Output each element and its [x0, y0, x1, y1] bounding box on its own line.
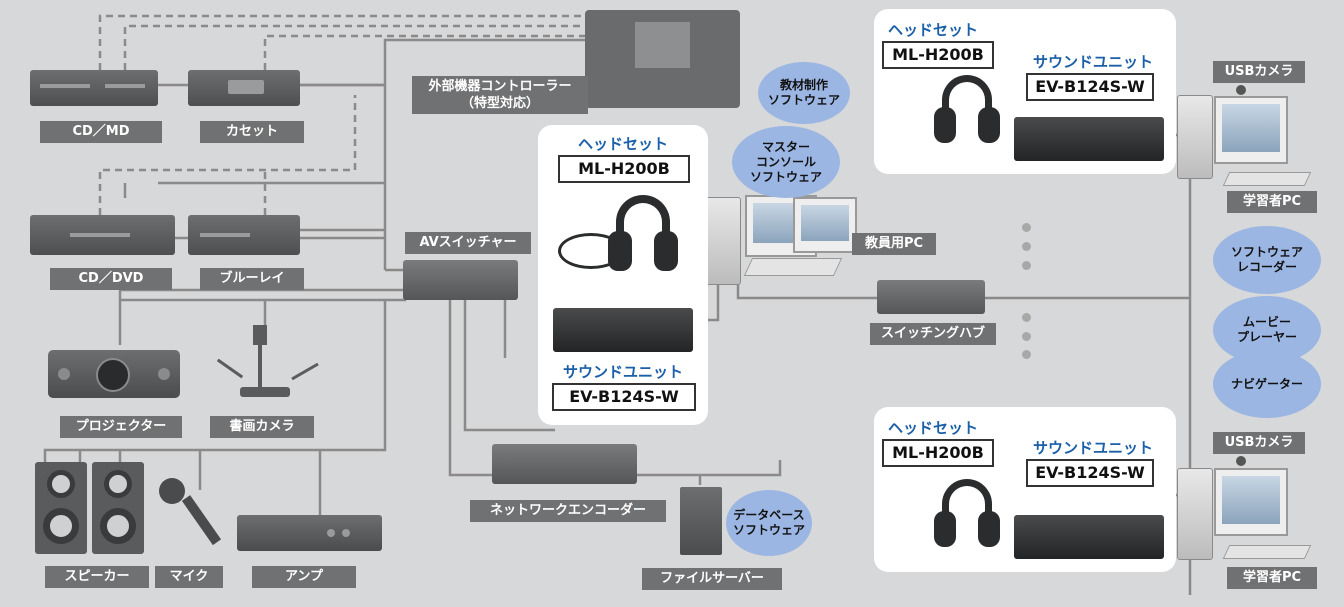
usb-camera-label-top: USBカメラ: [1213, 61, 1305, 83]
learner-pc-keyboard-bottom: [1222, 545, 1312, 559]
bluray-player: [188, 215, 300, 255]
usb-camera-icon-bottom: [1236, 456, 1246, 466]
software-recorder-bubble: ソフトウェア レコーダー: [1213, 226, 1321, 294]
master-console-software-bubble: マスター コンソール ソフトウェア: [732, 126, 840, 198]
headset-image: [608, 195, 678, 281]
sound-unit-caption: サウンドユニット: [562, 363, 683, 381]
network-encoder-label: ネットワークエンコーダー: [470, 500, 666, 522]
teacher-pc-tower: [703, 197, 741, 285]
cassette-deck: [188, 70, 300, 106]
learner-pc-monitor-top: [1214, 96, 1288, 164]
usb-camera-label-bottom: USBカメラ: [1213, 432, 1305, 454]
av-switcher-label: AVスイッチャー: [405, 232, 531, 254]
teacher-pc-label: 教員用PC: [852, 233, 936, 255]
database-software-bubble: データベース ソフトウェア: [726, 490, 812, 556]
file-server-label: ファイルサーバー: [642, 568, 782, 590]
sound-unit-model: EV-B124S-W: [1026, 73, 1154, 101]
amp-label: アンプ: [252, 566, 356, 588]
microphone: [155, 478, 222, 558]
cd-dvd-player: [30, 215, 175, 255]
speakers: [35, 462, 147, 554]
sound-unit-image: [553, 308, 693, 352]
learner-product-card-top: ヘッドセット ML-H200B サウンドユニット EV-B124S-W: [874, 9, 1176, 174]
learner-pc-tower-bottom: [1177, 468, 1213, 560]
headset-model: ML-H200B: [558, 155, 690, 183]
document-camera-label: 書画カメラ: [210, 416, 314, 438]
sound-unit-caption: サウンドユニット: [1032, 53, 1153, 71]
switching-hub: [877, 280, 985, 314]
ellipsis-dot: [1022, 332, 1031, 341]
headset-cable: [558, 233, 624, 269]
external-controller-label: 外部機器コントローラー （特型対応）: [412, 76, 588, 114]
headset-caption: ヘッドセット: [887, 21, 978, 39]
sound-unit-image: [1014, 515, 1164, 559]
ellipsis-dot: [1022, 313, 1031, 322]
amplifier: [237, 515, 382, 551]
cassette-label: カセット: [200, 121, 304, 143]
bluray-label: ブルーレイ: [200, 268, 304, 290]
learner-pc-tower-top: [1177, 95, 1213, 179]
materials-software-bubble: 教材制作 ソフトウェア: [758, 62, 850, 124]
mic-label: マイク: [155, 566, 223, 588]
teacher-pc-monitor-2: [793, 197, 857, 253]
file-server: [680, 487, 722, 555]
cd-md-label: CD／MD: [40, 121, 162, 143]
usb-camera-icon-top: [1236, 85, 1246, 95]
learner-pc-keyboard-top: [1222, 172, 1312, 186]
projector-label: プロジェクター: [60, 416, 182, 438]
headset-image: [934, 75, 1000, 147]
cd-md-player: [30, 70, 158, 106]
headset-caption: ヘッドセット: [887, 419, 978, 437]
sound-unit-image: [1014, 117, 1164, 161]
teacher-pc-keyboard: [743, 258, 843, 276]
cd-dvd-label: CD／DVD: [50, 268, 172, 290]
external-controller: [585, 10, 740, 108]
ellipsis-dot: [1022, 242, 1031, 251]
projector: [48, 350, 180, 398]
learner-pc-label-bottom: 学習者PC: [1227, 567, 1317, 589]
headset-caption: ヘッドセット: [577, 135, 668, 153]
document-camera: [215, 325, 325, 400]
headset-model: ML-H200B: [882, 439, 994, 467]
sound-unit-model: EV-B124S-W: [552, 383, 696, 411]
network-encoder: [492, 444, 637, 484]
teacher-product-card: ヘッドセット ML-H200B サウンドユニット EV-B124S-W: [538, 125, 708, 425]
ellipsis-dot: [1022, 223, 1031, 232]
learner-product-card-bottom: ヘッドセット ML-H200B サウンドユニット EV-B124S-W: [874, 407, 1176, 572]
learner-pc-monitor-bottom: [1214, 468, 1288, 536]
sound-unit-model: EV-B124S-W: [1026, 459, 1154, 487]
ellipsis-dot: [1022, 350, 1031, 359]
headset-image: [934, 479, 1000, 551]
ellipsis-dot: [1022, 261, 1031, 270]
av-switcher: [403, 260, 518, 300]
navigator-bubble: ナビゲーター: [1213, 350, 1321, 418]
learner-pc-label-top: 学習者PC: [1227, 191, 1317, 213]
switching-hub-label: スイッチングハブ: [870, 323, 996, 345]
speaker-label: スピーカー: [45, 566, 149, 588]
headset-model: ML-H200B: [882, 41, 994, 69]
sound-unit-caption: サウンドユニット: [1032, 439, 1153, 457]
